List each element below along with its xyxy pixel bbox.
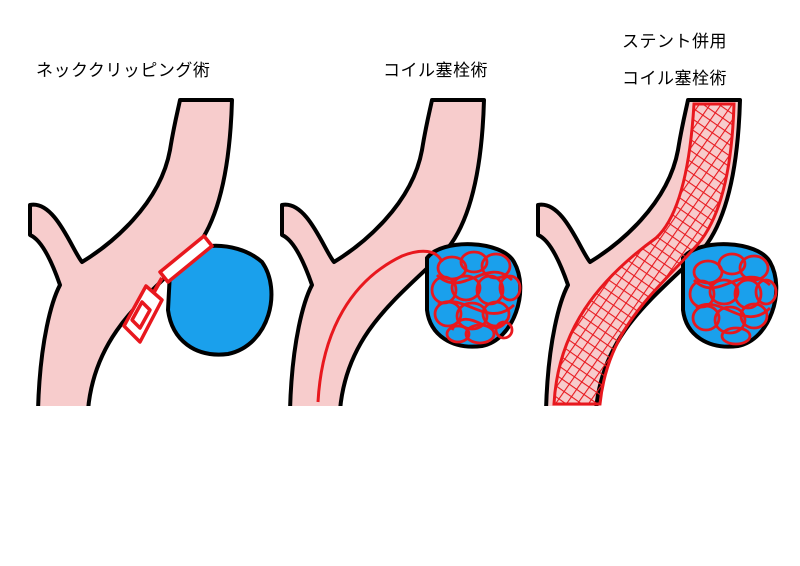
panel-1-illustration	[28, 98, 274, 414]
panel-1-label: ネッククリッピング術	[36, 56, 210, 81]
vessel-cut-edge-cover	[286, 406, 344, 414]
panel-2-illustration	[280, 98, 523, 414]
panel-2-label-line-1: コイル塞栓術	[383, 61, 488, 81]
vessel-cut-edge-cover	[34, 406, 92, 414]
aneurysm-clip	[122, 234, 214, 344]
aneurysm-sac	[425, 242, 523, 349]
stent-mesh	[552, 102, 736, 406]
embolic-coil-mass	[688, 252, 778, 346]
micro-catheter	[316, 249, 444, 403]
panel-3-label-line-2: コイル塞栓術	[622, 69, 727, 89]
vessel-cut-edge-cover	[542, 406, 600, 414]
embolic-coil-mass	[430, 250, 522, 345]
aneurysm-sac	[681, 242, 779, 349]
panel-3-label: ステント併用 コイル塞栓術	[622, 24, 727, 98]
panel-3-label-line-1: ステント併用	[622, 32, 727, 52]
panel-1-label-line-1: ネッククリッピング術	[36, 61, 211, 81]
panel-3-illustration	[536, 98, 779, 414]
panel-2-label: コイル塞栓術	[383, 56, 488, 81]
